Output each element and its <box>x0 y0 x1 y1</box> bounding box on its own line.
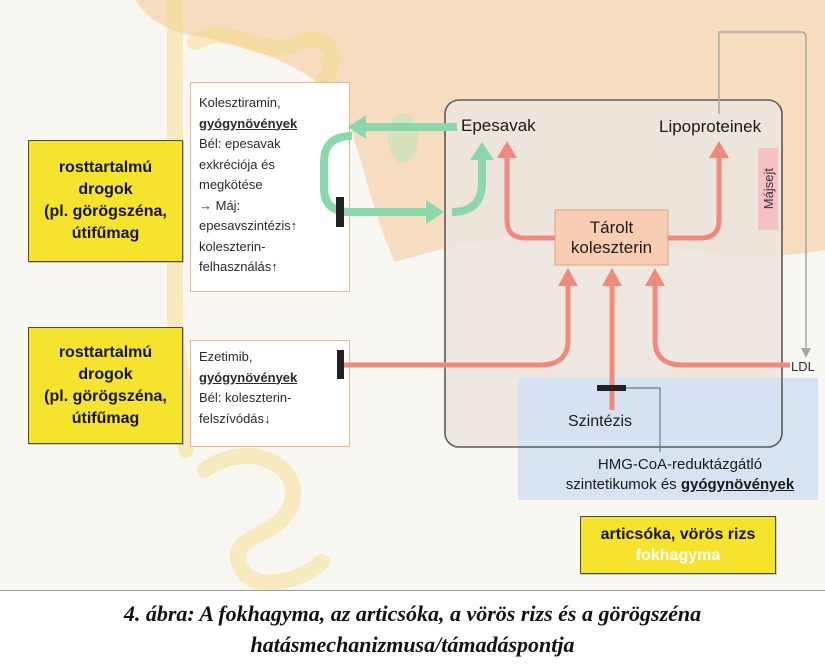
note-agent: Ezetimib, <box>199 349 253 364</box>
fiber-box-line: rosttartalmú <box>58 159 153 176</box>
note-line: Bél: koleszterin- <box>199 390 292 405</box>
intestine-segment <box>197 448 330 590</box>
note-line: epesavszintézis↑ <box>199 218 298 233</box>
fiber-box-line: drogok <box>78 181 133 198</box>
lipoproteins-label: Lipoproteinek <box>659 117 762 136</box>
note-line: Bél: epesavak <box>199 136 281 151</box>
bile-binding-note: Kolesztiramin, gyógynövények Bél: epesav… <box>190 82 350 292</box>
fiber-box-line: (pl. görögszéna, <box>44 203 167 220</box>
statin-note-herbs: gyógynövények <box>680 476 795 493</box>
note-line: felhasználás↑ <box>199 259 278 274</box>
herb-box-line1: articsóka, vörös rizs <box>600 526 756 543</box>
statin-note-line2: szintetikumok és gyógynövények <box>520 475 825 495</box>
fiber-box-line: drogok <box>78 365 133 383</box>
note-herbs: gyógynövények <box>199 115 298 131</box>
statin-note: HMG-CoA-reduktázgátló szintetikumok és g… <box>520 455 825 495</box>
herb-box: articsóka, vörös rizs fokhagyma <box>580 516 776 574</box>
caption-line-1: 4. ábra: A fokhagyma, az articsóka, a vö… <box>123 601 702 626</box>
statin-note-line1: HMG-CoA-reduktázgátló <box>597 456 763 473</box>
fiber-box-line: (pl. görögszéna, <box>44 387 167 405</box>
note-line: exkréciója és <box>199 156 275 172</box>
herb-box-line2: fokhagyma <box>635 547 721 564</box>
note-line: → Máj: <box>199 197 241 213</box>
liver-cell-label-text: Májsejt <box>760 168 776 210</box>
stored-cholesterol-line: koleszterin <box>570 237 653 257</box>
note-agent: Kolesztiramin, <box>199 95 281 110</box>
ldl-label: LDL <box>791 359 815 374</box>
caption-line-2: hatásmechanizmusa/támadáspontja <box>250 632 575 657</box>
fiber-drugs-box-bile: rosttartalmú drogok (pl. görögszéna, úti… <box>28 140 183 262</box>
synthesis-label: Szintézis <box>568 413 633 430</box>
bile-acids-label: Epesavak <box>461 116 536 135</box>
note-line: megkötése <box>199 177 263 192</box>
anatomy-background <box>135 0 825 590</box>
gallbladder-illustration <box>388 113 418 163</box>
intestine-segment <box>187 27 340 90</box>
stored-cholesterol-label: Tárolt koleszterin <box>555 210 668 265</box>
absorption-note: Ezetimib, gyógynövények Bél: koleszterin… <box>190 340 350 447</box>
figure-caption: 4. ábra: A fokhagyma, az articsóka, a vö… <box>0 590 825 672</box>
liver-cell-label: Májsejt <box>758 148 778 230</box>
fiber-box-line: rosttartalmú <box>58 343 153 361</box>
fiber-box-line: útifűmag <box>71 409 140 427</box>
figure-area: rosttartalmú drogok (pl. görögszéna, úti… <box>0 0 825 590</box>
note-line: koleszterin- <box>199 238 266 254</box>
statin-note-prefix: szintetikumok és <box>565 476 677 493</box>
stored-cholesterol-line: Tárolt <box>589 217 634 237</box>
note-herbs: gyógynövények <box>199 369 298 385</box>
fiber-drugs-box-absorption: rosttartalmú drogok (pl. görögszéna, úti… <box>28 327 183 444</box>
note-line: felszívódás↓ <box>199 410 271 426</box>
fiber-box-line: útifűmag <box>71 225 140 242</box>
